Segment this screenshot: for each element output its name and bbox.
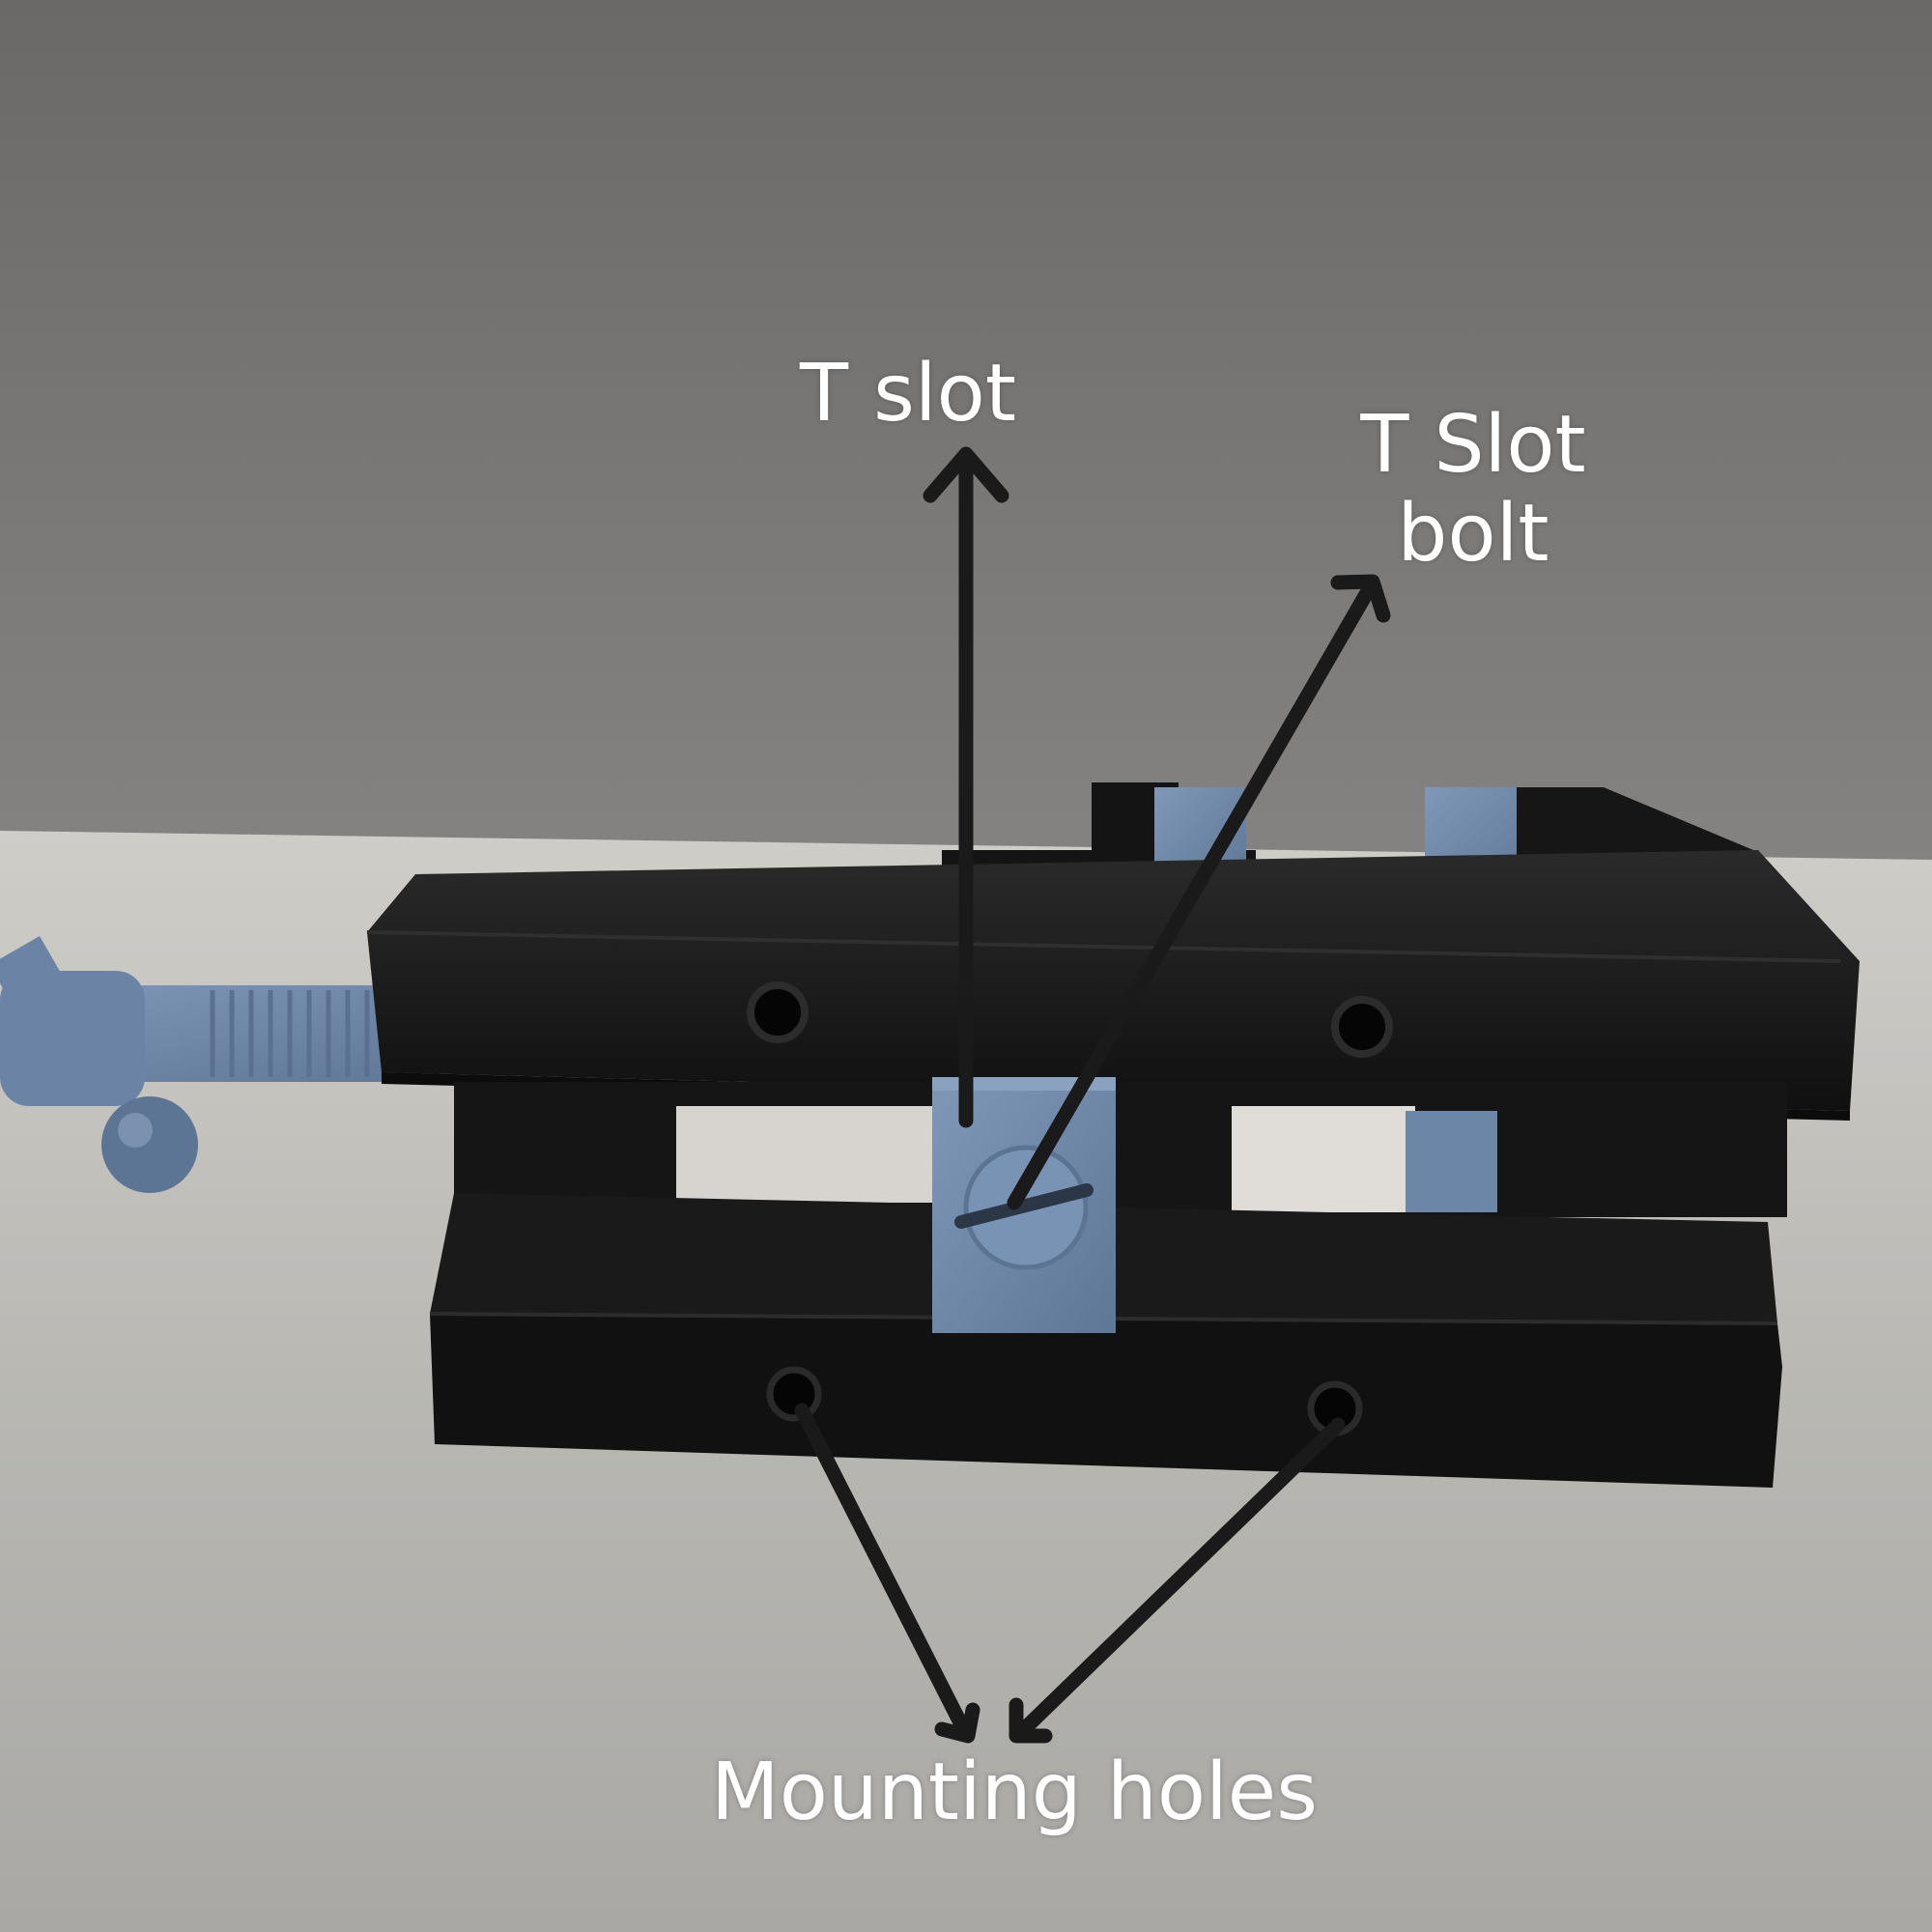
annotation-arrows	[794, 446, 1391, 1744]
arrow-mounting-right-icon	[1011, 1417, 1346, 1742]
arrow-mounting-left-icon	[794, 1403, 974, 1742]
hole-lower-left-icon	[766, 1366, 822, 1422]
upper-mounting-holes	[747, 981, 1393, 1058]
hole-upper-right-icon	[1331, 996, 1393, 1058]
lead-screw	[0, 936, 454, 1193]
vise-middle-section	[454, 1082, 1787, 1217]
label-t-slot-bolt-line1: T Slot	[1360, 399, 1586, 491]
label-t-slot-bolt: T Slot bolt	[1333, 401, 1613, 579]
label-t-slot-bolt-line2: bolt	[1397, 487, 1549, 580]
label-t-slot: T slot	[800, 348, 1016, 440]
t-slot-block	[932, 1077, 1116, 1333]
label-mounting-holes: Mounting holes	[711, 1747, 1318, 1838]
arrow-t-slot-bolt-icon	[1007, 577, 1379, 1210]
hole-upper-left-icon	[747, 981, 809, 1043]
